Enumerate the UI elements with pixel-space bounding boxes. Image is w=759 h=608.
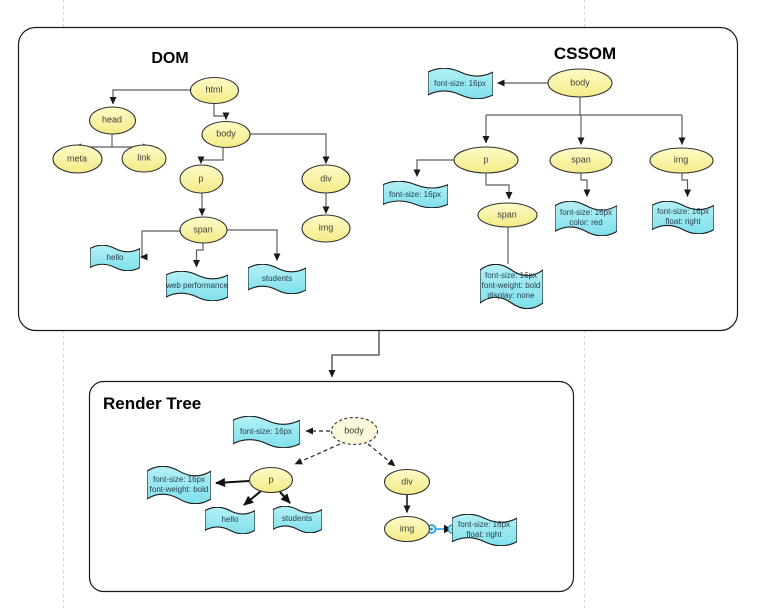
edge-cssom-body-bus[interactable]	[486, 97, 682, 116]
edge-body-div[interactable]	[250, 133, 330, 164]
rt-body-node[interactable]	[330, 416, 379, 446]
edge-span-webperf[interactable]	[193, 243, 204, 268]
edge-rt-p-hello[interactable]	[243, 490, 262, 506]
edge-endpoint-dot	[430, 527, 433, 531]
edge-cssom-img-rule[interactable]	[681, 173, 691, 197]
edge-trees-to-render[interactable]	[328, 331, 380, 378]
edge-cssom-p-spanchild[interactable]	[485, 173, 513, 200]
dom-cssom-container[interactable]	[17, 26, 739, 332]
dom-div-node[interactable]	[301, 164, 351, 194]
dom-link-node[interactable]	[121, 144, 167, 173]
cssom-span-child-node[interactable]	[477, 202, 538, 228]
cssom-img-node[interactable]	[649, 147, 714, 174]
edge-html-body[interactable]	[213, 104, 230, 120]
dom-head-node[interactable]	[88, 106, 137, 135]
dom-span-node[interactable]	[179, 216, 228, 244]
dom-meta-node[interactable]	[52, 144, 103, 174]
cssom-body-node[interactable]	[547, 68, 613, 98]
render-tree-title: Render Tree	[103, 394, 202, 413]
edge-body-p[interactable]	[197, 148, 224, 164]
dom-p-node[interactable]	[179, 164, 224, 194]
cssom-p-node[interactable]	[453, 146, 519, 174]
dom-body-node[interactable]	[201, 120, 251, 149]
rt-div-node[interactable]	[383, 468, 431, 496]
cssom-title: CSSOM	[553, 44, 617, 63]
edge-cssom-p-rule[interactable]	[413, 159, 454, 177]
rt-img-node[interactable]	[383, 515, 431, 543]
edge-rt-body-p[interactable]	[294, 443, 341, 465]
dom-img-node[interactable]	[301, 214, 351, 243]
edge-cssom-span-rule[interactable]	[580, 173, 591, 197]
dom-title: DOM	[151, 50, 189, 67]
edge-rt-p-students[interactable]	[279, 491, 291, 504]
dom-html-node[interactable]	[189, 76, 240, 105]
edge-html-head[interactable]	[109, 89, 191, 105]
edge-span-hello[interactable]	[140, 230, 181, 261]
edge-rt-body-div[interactable]	[367, 443, 396, 467]
edge-span-students[interactable]	[227, 229, 281, 261]
edge-rt-p-rule[interactable]	[215, 477, 250, 487]
rt-p-node[interactable]	[248, 466, 294, 494]
cssom-span-node[interactable]	[549, 147, 613, 174]
